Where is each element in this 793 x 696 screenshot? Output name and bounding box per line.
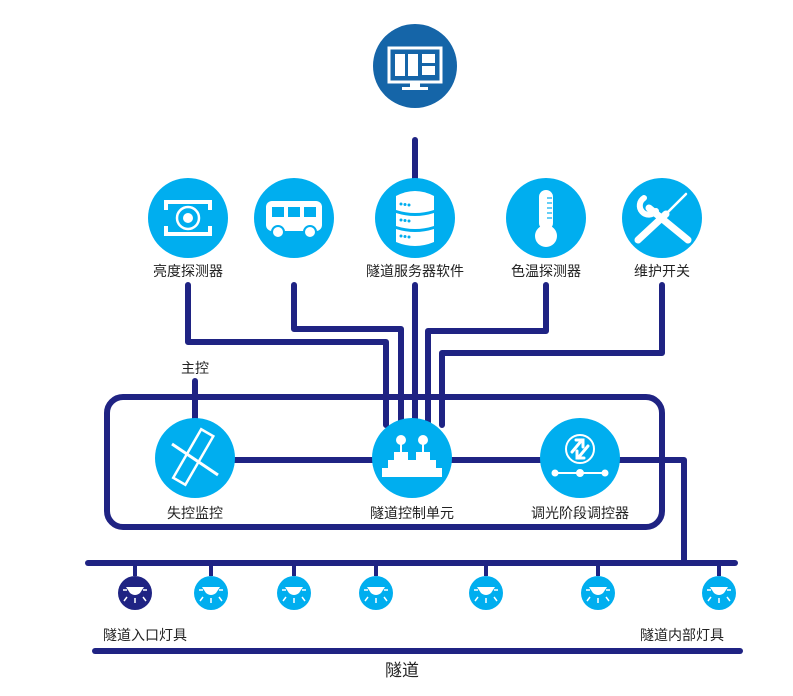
monitor-node[interactable] [373, 24, 457, 108]
lamp-icon [364, 587, 388, 603]
dimmer-icon [551, 434, 609, 477]
lamp-icon [586, 587, 610, 603]
bus-node[interactable] [254, 178, 334, 258]
tunnel-server-label: 隧道服务器软件 [366, 264, 464, 280]
wire-brightness [185, 282, 389, 428]
master-control-label: 主控 [181, 361, 209, 377]
interior-lamp [359, 563, 393, 610]
tunnel-label: 隧道 [385, 661, 419, 681]
color-temp-detector-node[interactable]: 色温探测器 [506, 178, 586, 280]
bus-icon [266, 201, 322, 239]
database-server-icon [396, 191, 434, 246]
tunnel-control-unit-label: 隧道控制单元 [370, 506, 454, 522]
monitor-dashboard-icon [387, 46, 443, 90]
lamp-icon [707, 587, 731, 603]
thermometer-icon [535, 190, 557, 247]
maintenance-switch-label: 维护开关 [634, 264, 690, 280]
entrance-lights-label: 隧道入口灯具 [103, 628, 187, 644]
wiring [85, 137, 743, 654]
lamp-row [118, 563, 736, 610]
color-temp-detector-label: 色温探测器 [511, 263, 581, 280]
brightness-detector-node[interactable]: 亮度探测器 [148, 178, 228, 280]
failure-monitor-label: 失控监控 [167, 506, 223, 522]
broken-link-icon [171, 427, 219, 487]
brightness-detector-label: 亮度探测器 [153, 263, 223, 280]
interior-lamp [581, 563, 615, 610]
dimming-controller-label: 调光阶段调控器 [531, 506, 629, 522]
interior-lamp [194, 563, 228, 610]
camera-sensor-icon [164, 200, 212, 236]
lamp-icon [474, 587, 498, 603]
lamp-icon [199, 587, 223, 603]
wrench-screwdriver-icon [634, 192, 692, 244]
tunnel-server-node[interactable]: 隧道服务器软件 [366, 178, 464, 280]
wire-color-temp [425, 282, 549, 428]
wire-bus [291, 282, 404, 428]
interior-lamp [277, 563, 311, 610]
lamp-icon [282, 587, 306, 603]
maintenance-switch-node[interactable]: 维护开关 [622, 178, 702, 280]
entrance-lamp [118, 563, 152, 610]
failure-monitor-node[interactable]: 失控监控 [155, 418, 235, 522]
interior-lamp [702, 563, 736, 610]
control-panel-icon [382, 435, 442, 477]
dimming-controller-node[interactable]: 调光阶段调控器 [531, 418, 629, 522]
lamp-icon [123, 587, 147, 603]
interior-lamp [469, 563, 503, 610]
interior-lights-label: 隧道内部灯具 [640, 628, 724, 644]
tunnel-control-unit-node[interactable]: 隧道控制单元 [370, 418, 454, 522]
wire-maintenance [439, 282, 665, 428]
